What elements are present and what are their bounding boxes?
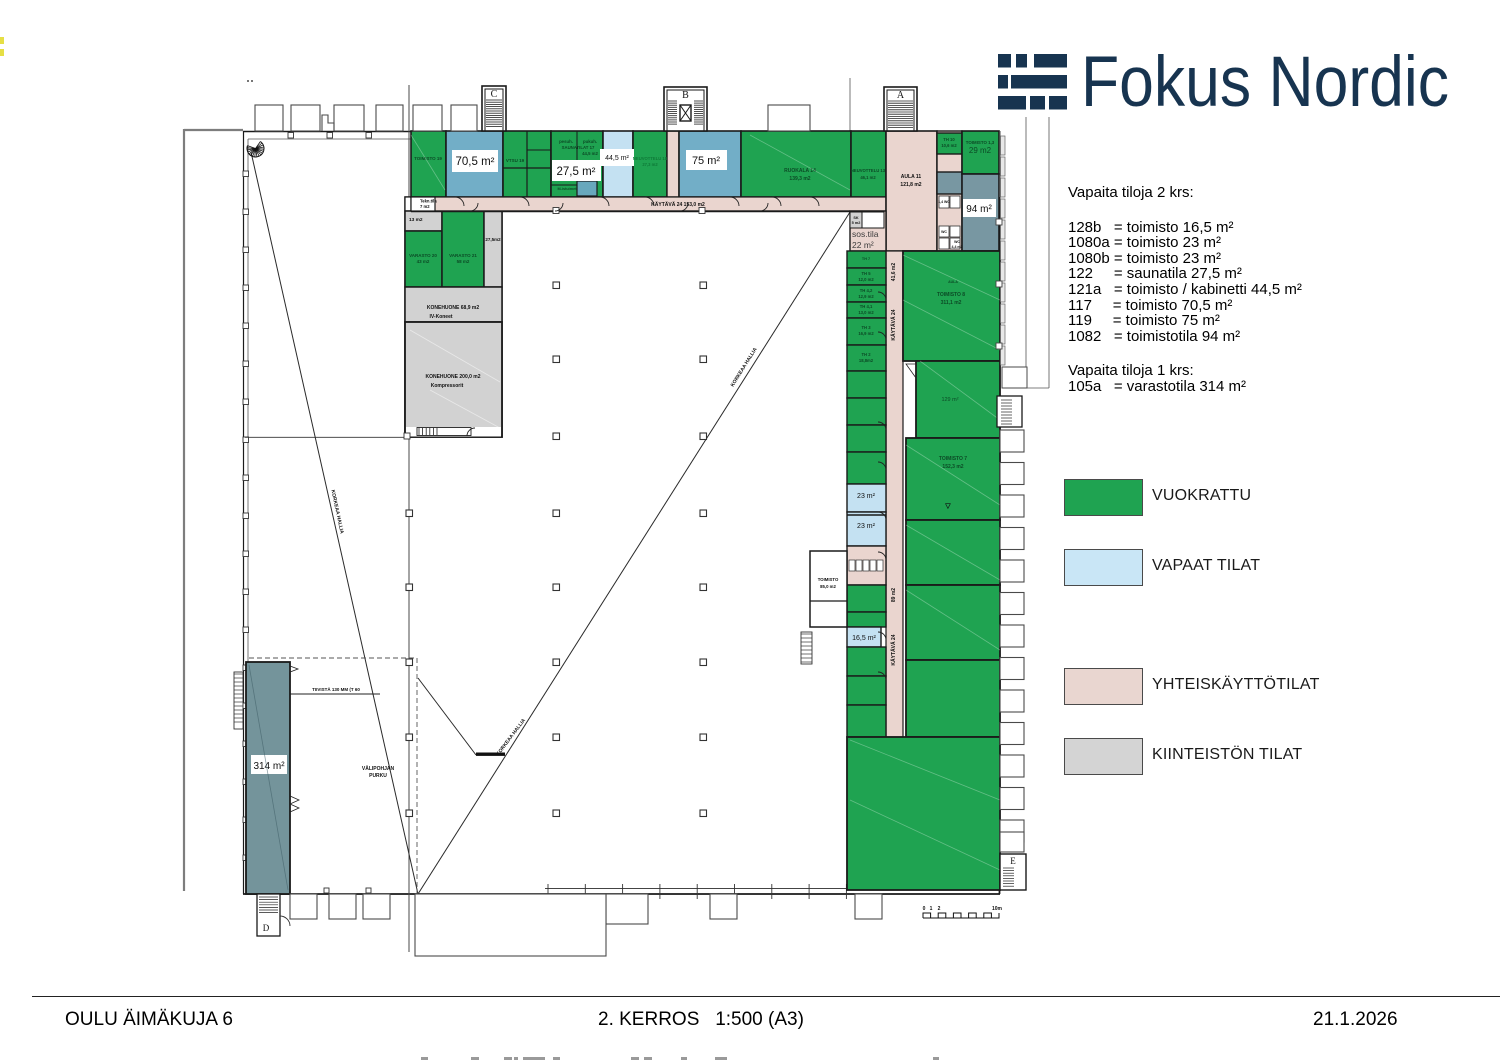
svg-text:TOIMISTO 19: TOIMISTO 19 <box>414 156 442 161</box>
svg-text:VARASTO 21: VARASTO 21 <box>449 253 477 258</box>
svg-text:27,5m2: 27,5m2 <box>485 237 501 242</box>
svg-text:2: 2 <box>938 906 941 912</box>
svg-text:KÄYTÄVÄ 24: KÄYTÄVÄ 24 <box>890 634 897 665</box>
svg-text:16,5 m²: 16,5 m² <box>852 635 876 642</box>
svg-text:KONEHUONE 68,9 m2: KONEHUONE 68,9 m2 <box>427 305 479 311</box>
svg-text:44,5 m²: 44,5 m² <box>605 155 629 162</box>
svg-text:B: B <box>682 90 689 101</box>
svg-text:pukuh.: pukuh. <box>583 139 597 144</box>
svg-text:RUOKALA 14: RUOKALA 14 <box>784 168 816 174</box>
svg-text:TH 4,2: TH 4,2 <box>860 288 873 293</box>
svg-text:12,9 m2: 12,9 m2 <box>858 294 874 299</box>
svg-text:TOIMISTO 1,3: TOIMISTO 1,3 <box>966 140 995 145</box>
svg-text:TH 5: TH 5 <box>861 271 871 276</box>
svg-text:18,8m2: 18,8m2 <box>859 358 874 363</box>
svg-text:23 m²: 23 m² <box>857 523 876 530</box>
svg-text:70,5 m²: 70,5 m² <box>456 156 495 168</box>
svg-text:58 m2: 58 m2 <box>457 259 470 264</box>
svg-text:WC: WC <box>941 230 947 234</box>
svg-text:SAUNATILAT 17: SAUNATILAT 17 <box>562 145 595 150</box>
svg-text:1,4 WC: 1,4 WC <box>938 200 950 204</box>
svg-text:13,0 m2: 13,0 m2 <box>858 310 874 315</box>
svg-text:27,5 m²: 27,5 m² <box>557 166 596 178</box>
svg-text:75 m²: 75 m² <box>692 155 720 167</box>
svg-text:KÄYTÄVÄ 24: KÄYTÄVÄ 24 <box>890 309 897 340</box>
svg-text:94 m²: 94 m² <box>966 204 992 215</box>
svg-text:1: 1 <box>930 906 933 912</box>
svg-text:IV-Koneet: IV-Koneet <box>429 314 452 320</box>
svg-text:VTSU 19: VTSU 19 <box>506 158 525 163</box>
svg-text:121,8 m2: 121,8 m2 <box>900 182 921 188</box>
svg-text:TOIMISTO: TOIMISTO <box>818 577 839 582</box>
svg-text:13 m2: 13 m2 <box>409 217 423 223</box>
svg-text:sos.tila: sos.tila <box>852 229 879 239</box>
svg-text:NEUVOTTELU 18: NEUVOTTELU 18 <box>633 156 668 161</box>
svg-text:314 m²: 314 m² <box>253 761 285 772</box>
svg-text:SK: SK <box>853 216 859 220</box>
svg-text:E: E <box>1010 856 1016 866</box>
svg-text:C: C <box>491 89 498 100</box>
svg-text:KÄYTÄVÄ 24 153,0 m2: KÄYTÄVÄ 24 153,0 m2 <box>651 201 705 208</box>
svg-text:129 m²: 129 m² <box>941 397 958 403</box>
svg-text:TOIMISTO 8: TOIMISTO 8 <box>937 292 965 298</box>
svg-text:46,1 m2: 46,1 m2 <box>860 175 876 180</box>
svg-text:KORKEAA HALLIA: KORKEAA HALLIA <box>730 347 759 389</box>
svg-text:▽: ▽ <box>944 503 951 510</box>
svg-text:KORKEAA HALLIA: KORKEAA HALLIA <box>495 717 527 757</box>
svg-text:41,6 m2: 41,6 m2 <box>891 263 897 282</box>
svg-text:7 m2: 7 m2 <box>420 204 430 209</box>
svg-text:M-istuimet: M-istuimet <box>558 187 578 191</box>
svg-text:NEUVOTTELU 13: NEUVOTTELU 13 <box>851 168 886 173</box>
svg-text:A: A <box>897 90 905 101</box>
svg-text:10m: 10m <box>992 906 1003 912</box>
svg-text:311,1 m2: 311,1 m2 <box>941 300 962 306</box>
svg-text:44,5 m2: 44,5 m2 <box>582 151 598 156</box>
svg-text:4,4 m2: 4,4 m2 <box>952 245 963 249</box>
svg-text:Fokus Nordic: Fokus Nordic <box>1081 43 1449 120</box>
svg-text:VÄLIPOHJAN: VÄLIPOHJAN <box>362 765 395 772</box>
svg-text:D: D <box>263 923 270 933</box>
svg-text:27,3 m2: 27,3 m2 <box>642 162 658 167</box>
svg-text:0: 0 <box>923 906 926 912</box>
svg-text:22 m²: 22 m² <box>852 240 874 250</box>
svg-text:TH 4,1: TH 4,1 <box>860 304 873 309</box>
svg-text:29 m2: 29 m2 <box>969 146 992 155</box>
svg-text:TIIVISTÄ 130 MM (T 60: TIIVISTÄ 130 MM (T 60 <box>312 686 360 692</box>
svg-text:TOIMISTO 7: TOIMISTO 7 <box>939 456 967 462</box>
svg-text:85,0 m2: 85,0 m2 <box>820 584 836 589</box>
svg-text:12,0 m2: 12,0 m2 <box>858 277 874 282</box>
svg-text:PURKU: PURKU <box>369 773 387 779</box>
svg-text:10,6 m2: 10,6 m2 <box>941 143 957 148</box>
svg-text:pesuh.: pesuh. <box>559 139 573 144</box>
svg-text:AULA 11: AULA 11 <box>901 174 922 180</box>
svg-text:43 m2: 43 m2 <box>417 259 430 264</box>
svg-text:Kompressorit: Kompressorit <box>431 383 464 389</box>
svg-text:AULA: AULA <box>948 280 958 284</box>
svg-text:TH 3: TH 3 <box>861 325 871 330</box>
svg-text:Tekn.tila: Tekn.tila <box>420 199 437 204</box>
svg-text:89 m2: 89 m2 <box>891 588 897 602</box>
svg-text:23 m²: 23 m² <box>857 493 876 500</box>
svg-text:TH 2: TH 2 <box>861 352 871 357</box>
svg-text:16,9 m2: 16,9 m2 <box>858 331 874 336</box>
svg-text:VARASTO 20: VARASTO 20 <box>409 253 437 258</box>
svg-text:152,3 m2: 152,3 m2 <box>942 464 963 470</box>
svg-text:TH 10: TH 10 <box>943 137 955 142</box>
svg-text:5 m2: 5 m2 <box>852 221 861 225</box>
svg-text:TH 7: TH 7 <box>862 257 870 261</box>
svg-text:KONEHUONE 200,0 m2: KONEHUONE 200,0 m2 <box>425 374 480 380</box>
svg-text:WC: WC <box>954 240 960 244</box>
svg-text:139,3 m2: 139,3 m2 <box>789 176 810 182</box>
